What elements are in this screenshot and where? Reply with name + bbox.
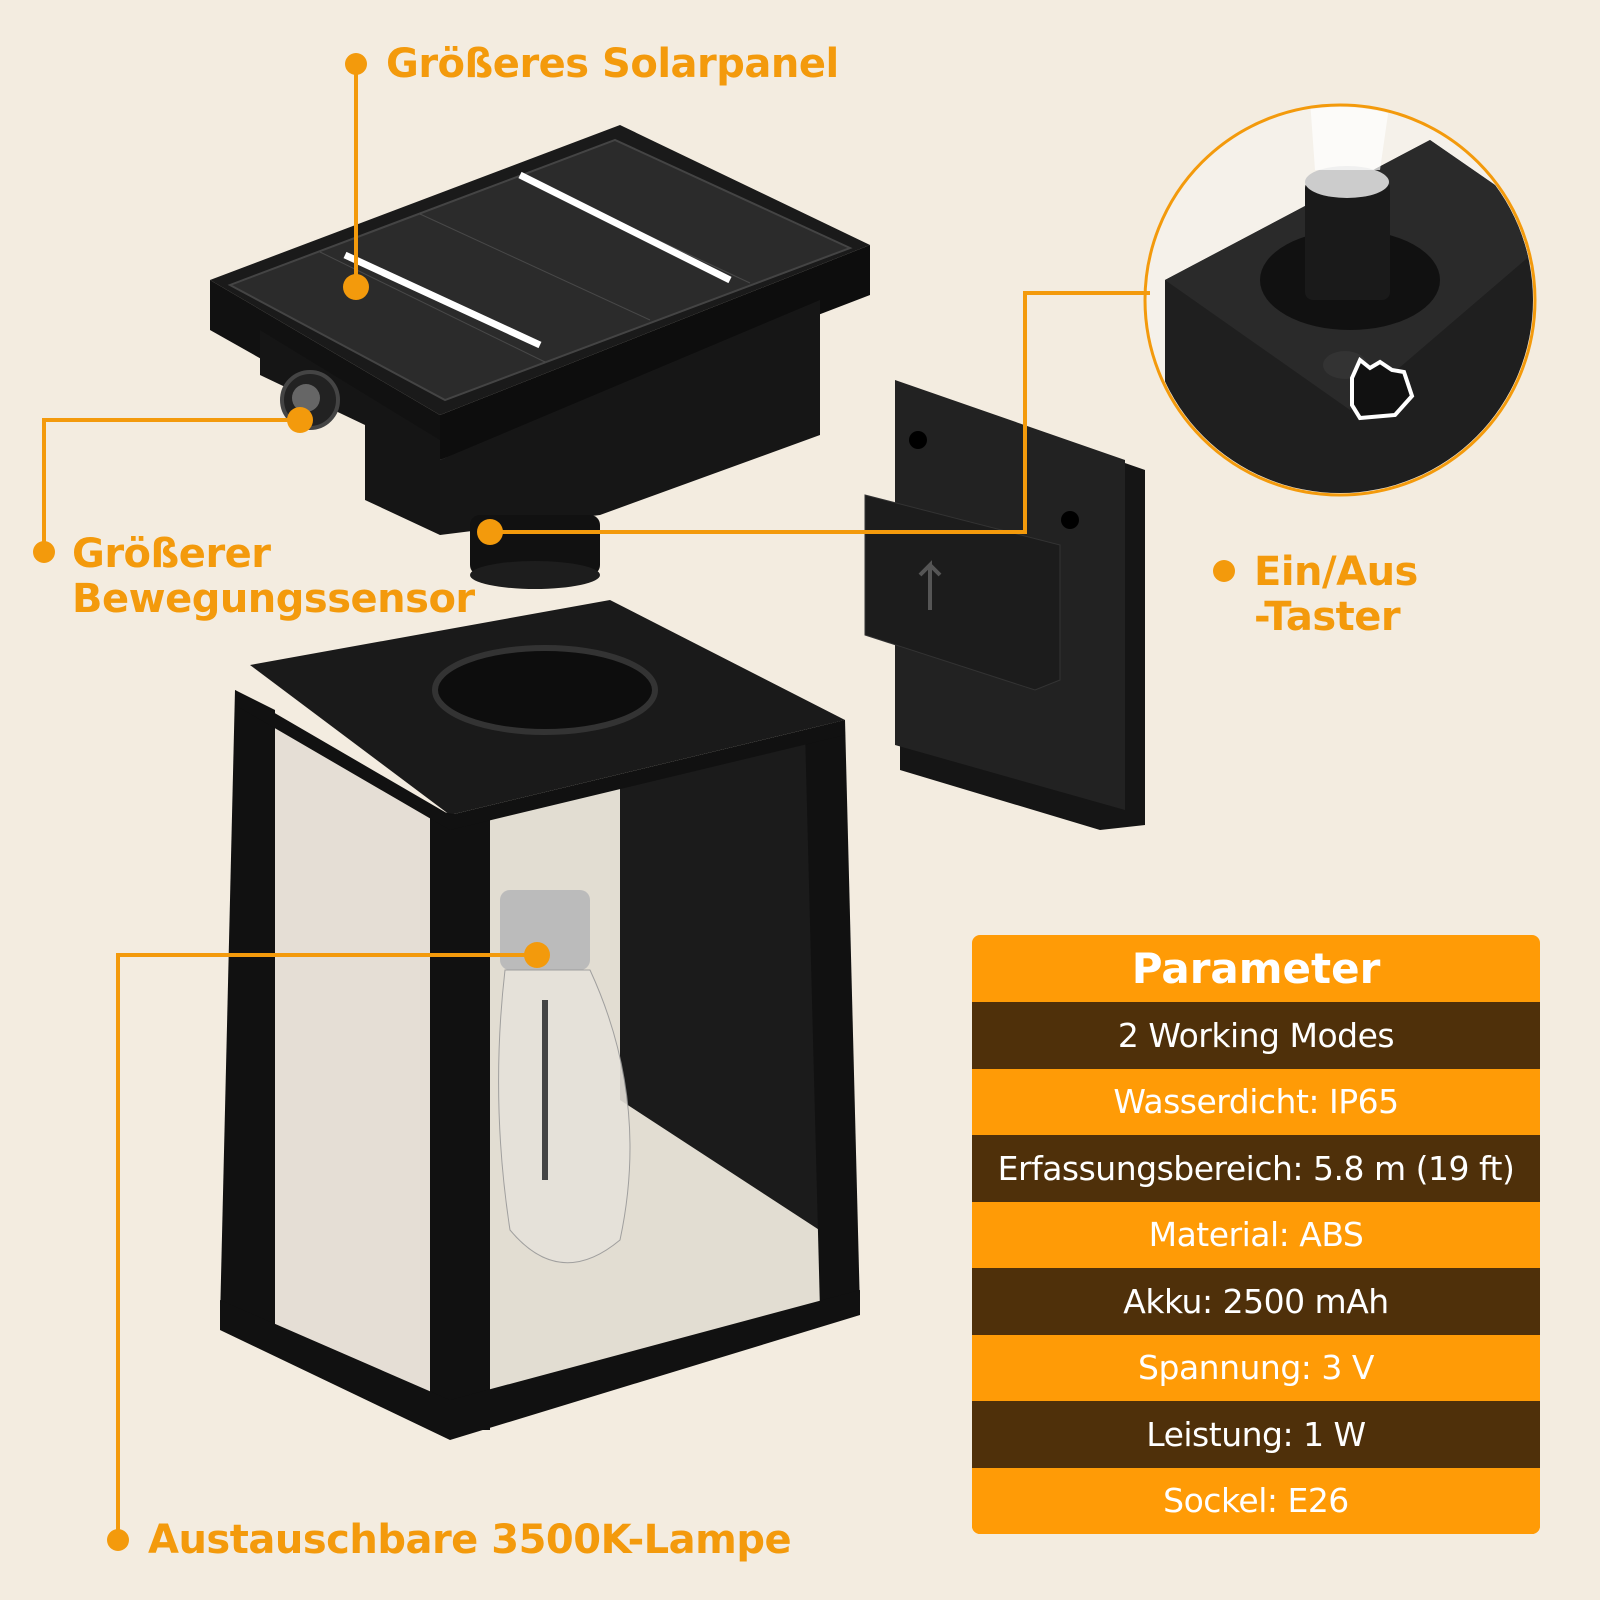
parameter-row: Sockel: E26 [972,1467,1540,1534]
solar-panel-unit [210,125,870,589]
lamp-label: Austauschbare 3500K-Lampe [148,1517,792,1563]
parameter-row: Spannung: 3 V [972,1334,1540,1401]
switch-detail-inset [1143,103,1537,497]
parameter-row: Wasserdicht: IP65 [972,1068,1540,1135]
switch-label-line1: Ein/Aus [1254,549,1418,595]
callout-dots [33,53,1235,1551]
solar-panel-label: Größeres Solarpanel [386,41,839,87]
callout-lines [42,64,1150,1540]
hand-pointer-icon [1350,356,1415,421]
parameter-row: Leistung: 1 W [972,1401,1540,1468]
parameter-table: Parameter 2 Working Modes Wasserdicht: I… [972,935,1540,1534]
switch-label-line2: -Taster [1254,594,1401,640]
parameter-row: Material: ABS [972,1201,1540,1268]
lantern [220,600,860,1440]
parameter-table-title: Parameter [1131,944,1381,993]
parameter-row: 2 Working Modes [972,1002,1540,1069]
motion-sensor-label-line1: Größerer [72,531,271,577]
wall-mount [864,380,1145,830]
motion-sensor-label-line2: Bewegungssensor [72,576,475,622]
parameter-row: Akku: 2500 mAh [972,1268,1540,1335]
parameter-row: Erfassungsbereich: 5.8 m (19 ft) [972,1135,1540,1202]
